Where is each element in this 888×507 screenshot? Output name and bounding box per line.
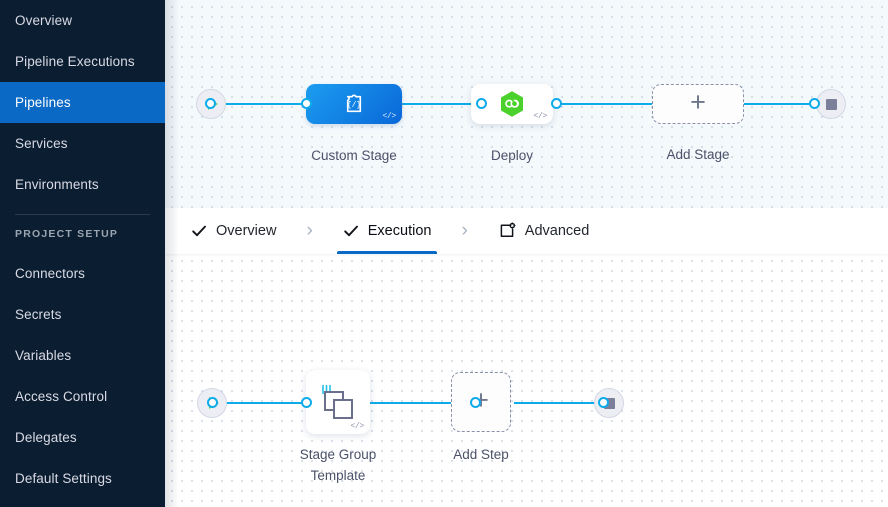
step-node-stage-group-template[interactable]: </> [306, 370, 370, 434]
sidebar-item-label: Overview [15, 13, 73, 28]
sidebar-item-pipeline-executions[interactable]: Pipeline Executions [0, 41, 165, 82]
advanced-box-icon [500, 222, 516, 237]
connector-dot[interactable] [207, 397, 218, 408]
connector-dot[interactable] [205, 98, 216, 109]
sidebar-item-default-settings[interactable]: Default Settings [0, 458, 165, 499]
step-config-tabbar: Overview › Execution › Advanced [165, 208, 888, 254]
connector-dot[interactable] [551, 98, 562, 109]
sidebar-item-variables[interactable]: Variables [0, 335, 165, 376]
custom-stage-code-icon: {/} [347, 94, 361, 113]
check-icon [344, 225, 358, 237]
connector-dot[interactable] [301, 98, 312, 109]
tab-overview[interactable]: Overview [185, 208, 282, 254]
tab-label: Execution [367, 223, 432, 239]
add-stage-button[interactable]: + [652, 84, 744, 124]
sidebar-item-connectors[interactable]: Connectors [0, 253, 165, 294]
svg-text:{/}: {/} [347, 101, 361, 110]
sidebar-item-label: Pipelines [15, 95, 71, 110]
sidebar-item-label: Secrets [15, 307, 62, 322]
code-badge: </> [350, 422, 364, 431]
sidebar-item-label: Services [15, 136, 68, 151]
stacked-squares-template-icon [322, 384, 353, 419]
connector-dot[interactable] [809, 98, 820, 109]
sidebar-item-label: Variables [15, 348, 72, 363]
tab-chevron-icon: › [306, 220, 313, 241]
stage-node-custom-stage[interactable]: {/} </> [306, 84, 402, 124]
code-badge: </> [533, 112, 547, 121]
sidebar-item-secrets[interactable]: Secrets [0, 294, 165, 335]
code-badge: </> [382, 112, 396, 121]
connector-line [387, 103, 482, 105]
stage-node-deploy[interactable]: </> [471, 84, 553, 124]
step-label-stage-group-template: Stage Group Template [299, 447, 377, 483]
connector-line [208, 103, 320, 105]
tab-label: Overview [216, 223, 277, 239]
stop-icon [603, 397, 615, 409]
sidebar-item-label: Environments [15, 177, 99, 192]
sidebar-item-access-control[interactable]: Access Control [0, 376, 165, 417]
stage-label-custom-stage: Custom Stage [311, 148, 397, 163]
sidebar-item-label: Default Settings [15, 471, 112, 486]
connector-line [557, 103, 667, 105]
connector-dot[interactable] [301, 397, 312, 408]
step-canvas[interactable]: </> Stage Group Template + Add Step [165, 254, 888, 507]
deploy-hexagon-icon [501, 91, 523, 117]
stage-label-deploy: Deploy [490, 148, 534, 163]
sidebar: Overview Pipeline Executions Pipelines S… [0, 0, 165, 507]
tab-advanced[interactable]: Advanced [492, 208, 596, 254]
check-icon [192, 225, 206, 237]
sidebar-item-environments[interactable]: Environments [0, 164, 165, 205]
sidebar-item-label: Delegates [15, 430, 77, 445]
stage-label-add-stage: Add Stage [666, 147, 730, 162]
sidebar-item-label: Access Control [15, 389, 108, 404]
sidebar-item-delegates[interactable]: Delegates [0, 417, 165, 458]
stop-icon [825, 98, 837, 110]
end-stop-node[interactable] [816, 89, 846, 119]
tab-chevron-icon: › [461, 220, 468, 241]
sidebar-item-label: Pipeline Executions [15, 54, 135, 69]
connector-line [514, 402, 601, 404]
connector-line [210, 402, 306, 404]
tab-execution[interactable]: Execution [336, 208, 438, 254]
tab-label: Advanced [524, 223, 590, 239]
sidebar-item-label: Connectors [15, 266, 86, 281]
connector-dot[interactable] [476, 98, 487, 109]
step-label-add-step: Add Step [453, 447, 509, 462]
sidebar-section-header: PROJECT SETUP [15, 228, 119, 240]
sidebar-item-pipelines[interactable]: Pipelines [0, 82, 165, 123]
connector-line [712, 103, 832, 105]
connector-dot[interactable] [470, 397, 481, 408]
stage-canvas[interactable]: {/} </> Custom Stage </> Deploy + Add St… [165, 0, 888, 208]
sidebar-divider [15, 214, 150, 215]
connector-line [363, 402, 476, 404]
plus-icon: + [690, 87, 706, 117]
connector-dot[interactable] [598, 397, 609, 408]
add-step-button[interactable]: + [451, 372, 511, 432]
sidebar-item-services[interactable]: Services [0, 123, 165, 164]
sidebar-item-overview[interactable]: Overview [0, 0, 165, 41]
